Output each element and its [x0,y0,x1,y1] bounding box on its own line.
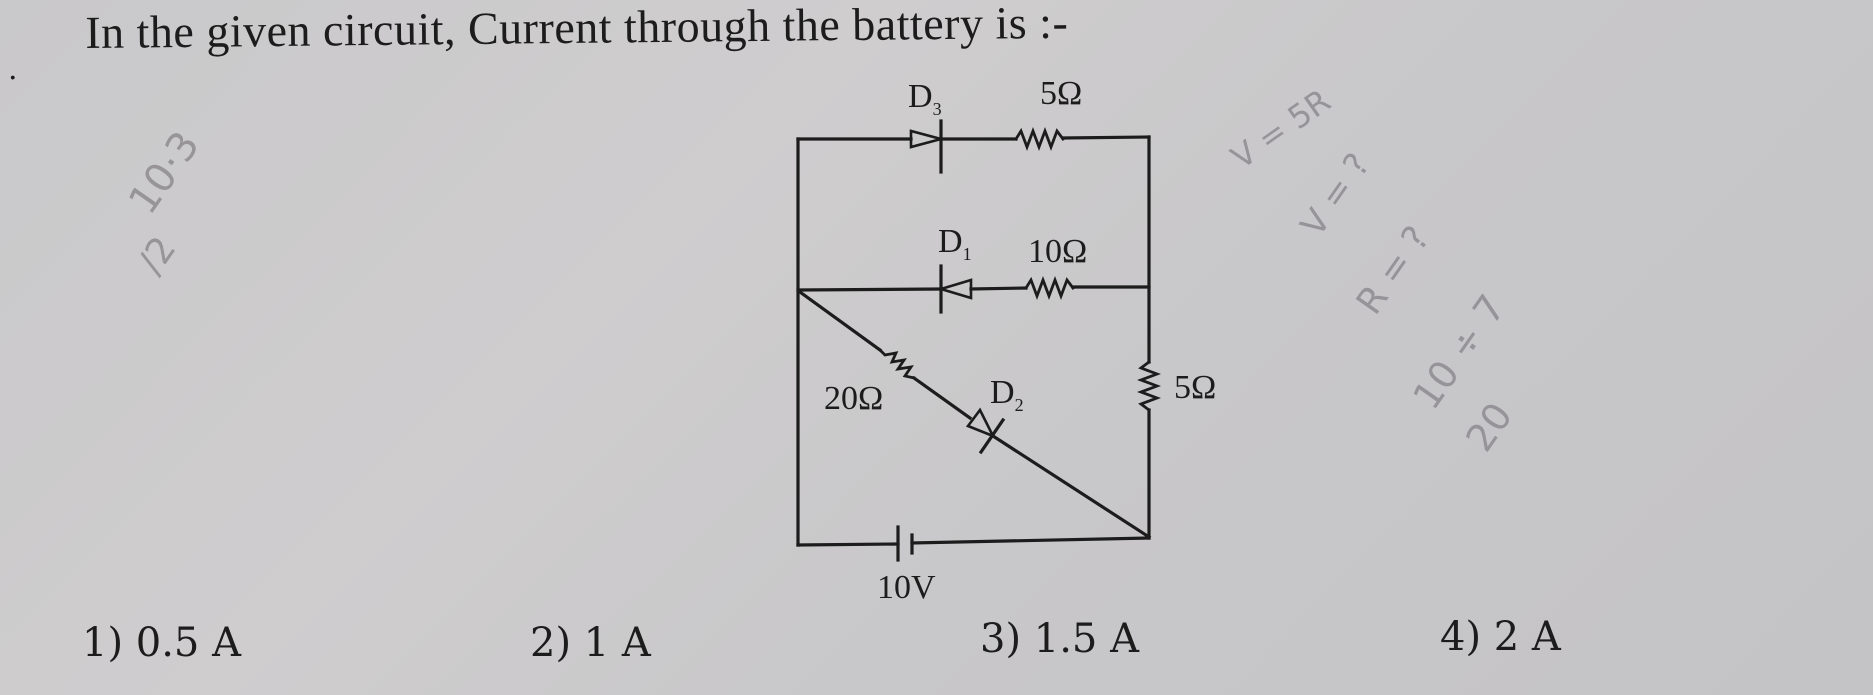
resistor-right-5ohm [1137,360,1161,412]
label-d2: D2 [990,374,1024,415]
wire-top-right [1061,135,1151,140]
resistor-diag-20ohm [878,348,916,380]
wire-diag-1 [797,289,883,353]
wire-diag-3 [990,433,1152,540]
option-2[interactable]: 2) 1 A [530,620,651,666]
diode-d1-icon [936,278,973,300]
diode-d2-icon [965,407,996,439]
label-d3: D3 [908,78,942,119]
label-r-mid: 10Ω [1028,233,1087,270]
wire-diag-2 [911,375,973,421]
diode-d3-icon [909,129,947,149]
label-r-right: 5Ω [1174,369,1216,406]
label-battery: 10V [877,569,936,606]
label-r-diag: 20Ω [824,380,883,417]
answer-options: 1) 0.5 A 2) 1 A 3) 1.5 A 4) 2 A [0,614,1873,680]
wire-bottom-left [796,542,900,547]
label-d1: D1 [938,223,972,264]
resistor-top-5ohm [1014,127,1065,151]
wire-mid-mid [969,286,1028,291]
option-1[interactable]: 1) 0.5 A [82,620,241,666]
option-3[interactable]: 3) 1.5 A [980,616,1139,662]
question-bullet: . [8,52,18,87]
resistor-mid-10ohm [1024,276,1075,300]
label-r-top: 5Ω [1040,75,1082,112]
wire-bottom-right [910,536,1151,545]
wire-mid-left [796,287,943,292]
option-4[interactable]: 4) 2 A [1440,614,1561,660]
